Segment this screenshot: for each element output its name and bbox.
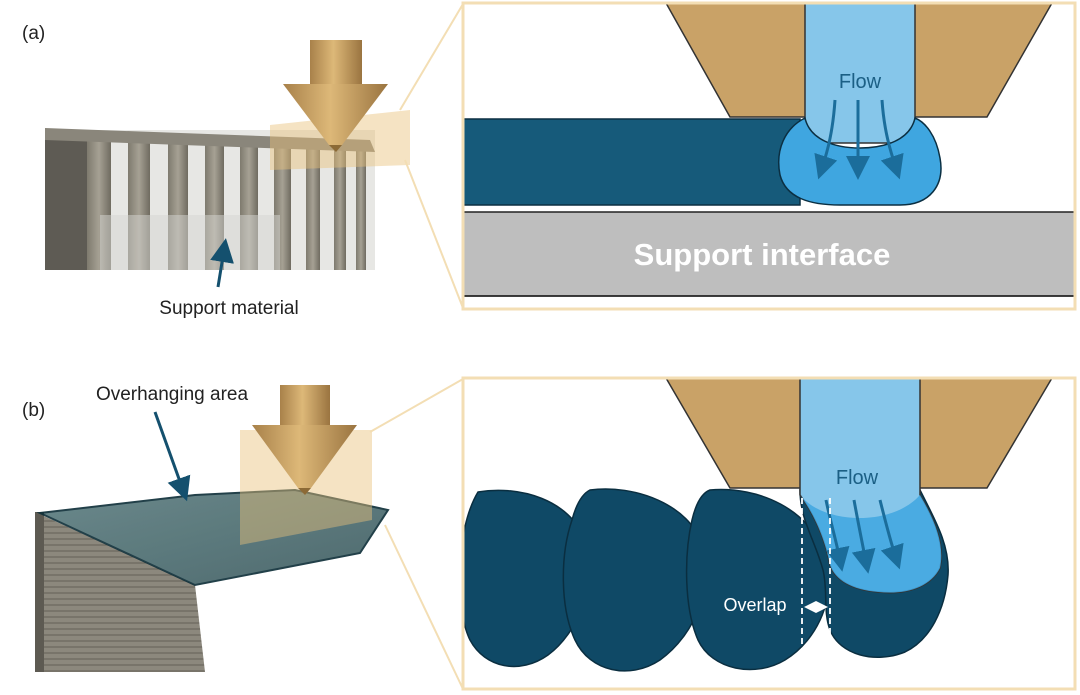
overlap-label: Overlap	[723, 595, 786, 615]
support-structure-photo	[45, 128, 375, 270]
flow-label-a: Flow	[839, 71, 882, 93]
flow-arrow-b-right	[878, 499, 904, 570]
flow-arrow-a-left	[814, 99, 838, 180]
overhang-part-photo	[35, 488, 390, 672]
zoom-frame-b	[461, 376, 1077, 691]
nozzle-icon-b	[252, 385, 357, 495]
bead-2	[562, 488, 707, 672]
overhanging-area-arrow	[153, 411, 191, 502]
zoom-connector-b-bottom	[384, 524, 464, 690]
zoom-frame-a	[461, 1, 1077, 311]
zoom-connector-a-top	[399, 3, 464, 111]
panel-b-tag: (b)	[22, 400, 45, 421]
nozzle-icon-a	[283, 40, 388, 152]
support-interface-label: Support interface	[634, 237, 891, 272]
support-material-label: Support material	[159, 298, 298, 319]
deposited-strand-a	[463, 118, 801, 206]
flow-arrow-b-left	[824, 499, 850, 572]
overhanging-area-label: Overhanging area	[96, 384, 249, 405]
bead-1	[463, 489, 591, 668]
zoom-connector-a-bottom	[404, 159, 464, 309]
flow-label-b: Flow	[836, 467, 879, 489]
zoom-panel-a: Flow Support interface	[463, 3, 1075, 309]
zoom-connector-b-top	[369, 378, 464, 433]
zoom-panel-b: Flow Overlap	[463, 378, 1075, 690]
flow-channel-a	[804, 3, 916, 144]
support-interface-bar	[463, 211, 1075, 297]
flow-arrow-b-center	[851, 499, 876, 574]
flow-arrow-a-right	[880, 99, 904, 180]
overhanging-area-surface	[36, 488, 390, 587]
panel-a-tag: (a)	[22, 23, 45, 44]
support-material-arrow	[210, 238, 234, 288]
